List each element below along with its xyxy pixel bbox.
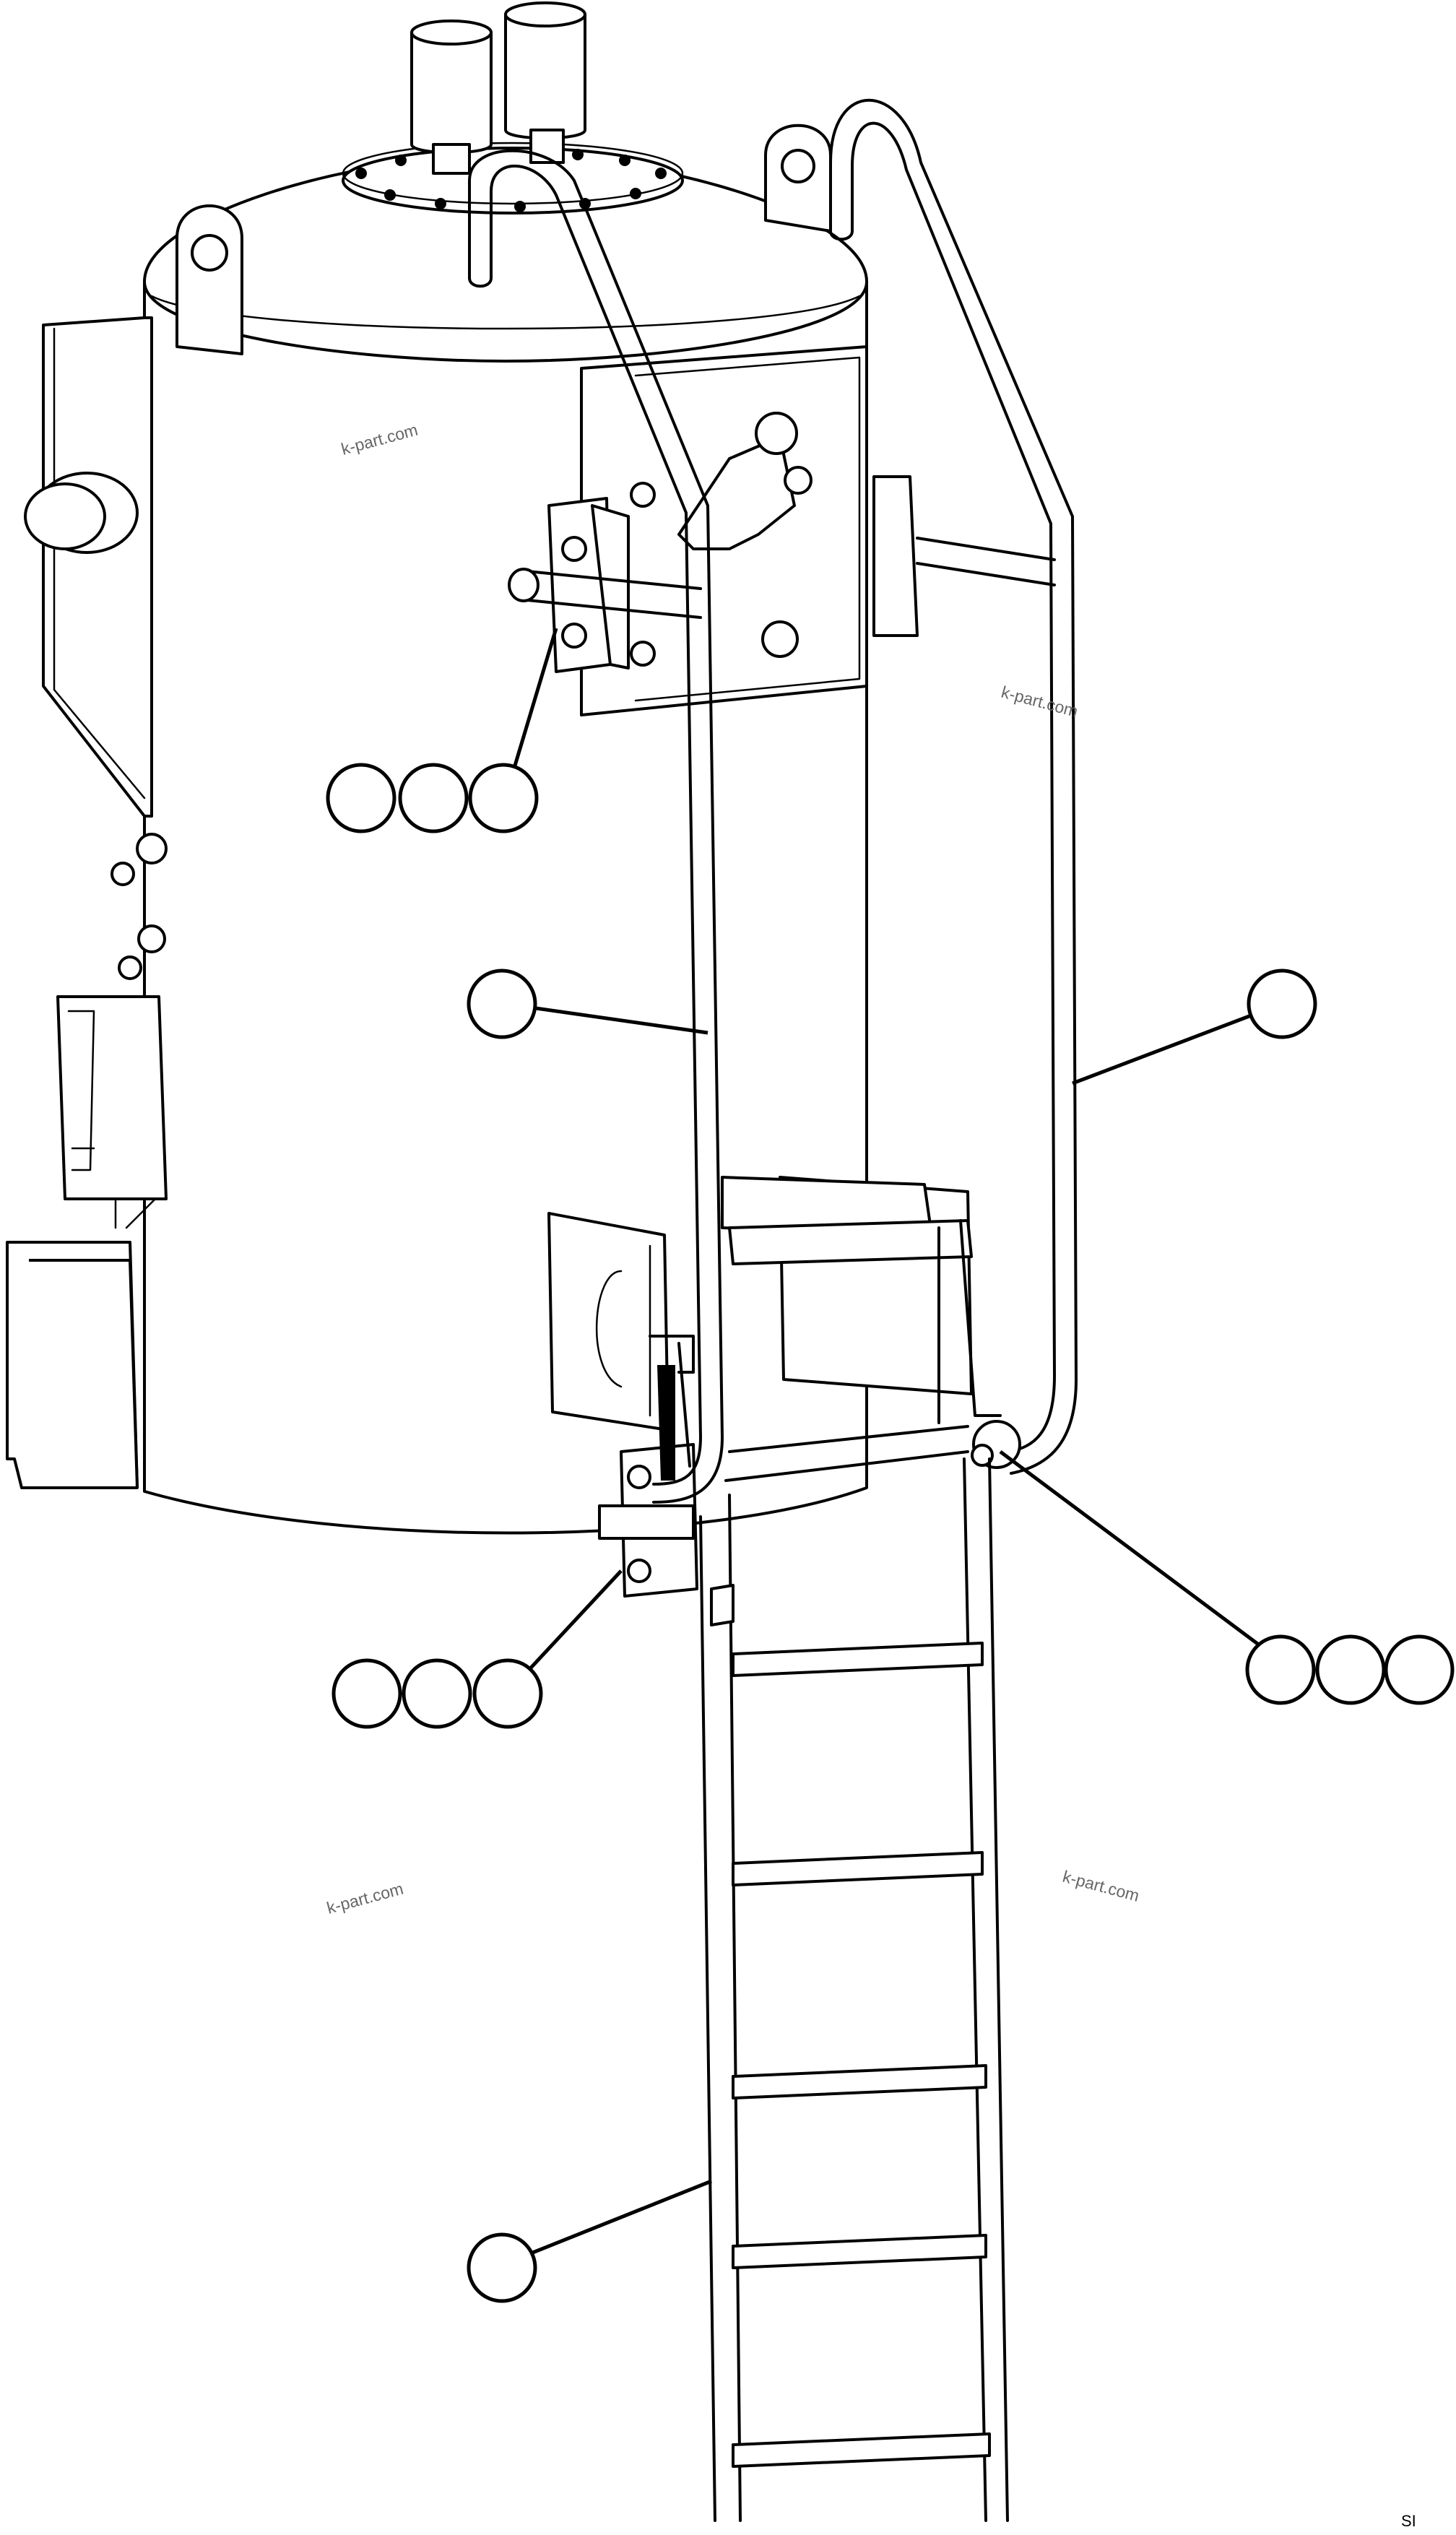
ladder-stile-left	[699, 1515, 716, 2522]
breather-right	[504, 1, 586, 164]
corner-mark: SI	[1401, 2512, 1416, 2530]
level-gauge	[24, 472, 139, 554]
side-bracket	[42, 316, 153, 818]
callout-left-handrail	[467, 968, 708, 1039]
ladder-rungs	[732, 1642, 991, 2468]
tank-top	[143, 154, 868, 363]
callout-group-bolt-lower	[332, 1569, 623, 1729]
side-fittings	[110, 833, 168, 980]
mounting-plate-upper	[580, 345, 919, 716]
callout-right-handrail	[1072, 968, 1317, 1086]
rod-upper-right	[916, 537, 1056, 561]
callout-group-pivot-bolt	[999, 1450, 1455, 1705]
rod-upper-left	[519, 569, 702, 590]
watermark: k-part.com	[1000, 682, 1080, 721]
clamp-upper	[547, 497, 630, 673]
sensor-box	[56, 995, 168, 1200]
watermark: k-part.com	[325, 1879, 406, 1918]
mounting-plate-lower	[547, 1176, 973, 1431]
inspection-cover	[342, 142, 684, 214]
ladder	[699, 1219, 1021, 2522]
callout-ladder	[467, 2179, 712, 2303]
lifting-eye-left	[176, 204, 243, 355]
right-handrail	[829, 98, 1078, 1475]
ladder-stile-right	[963, 1457, 987, 2522]
junction-box	[6, 1197, 157, 1489]
watermark: k-part.com	[1061, 1867, 1142, 1905]
callout-group-bolt-upper	[326, 628, 558, 833]
left-handrail	[468, 149, 724, 1504]
breather-left	[410, 20, 493, 175]
lifting-eye-right	[764, 124, 832, 233]
